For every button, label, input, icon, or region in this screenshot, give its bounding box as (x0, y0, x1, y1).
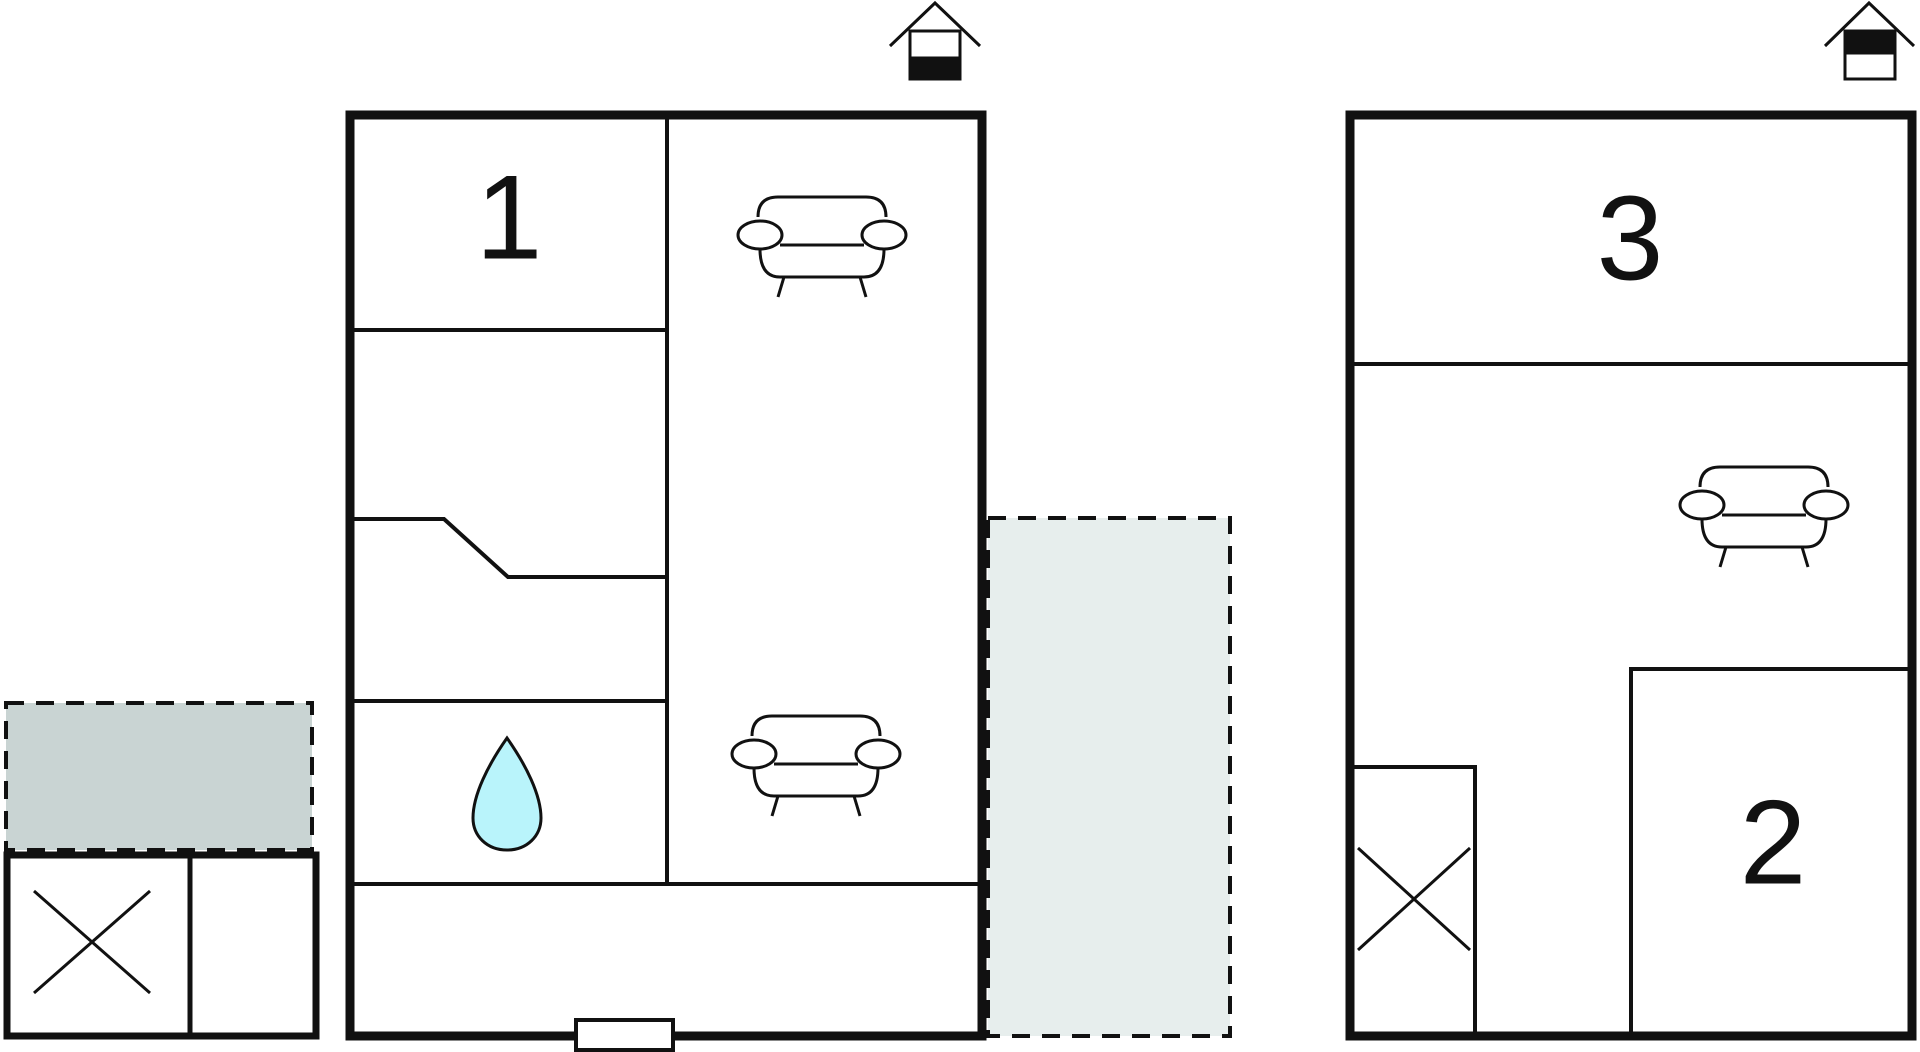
terrace-left (4, 701, 314, 852)
terrace-middle (986, 516, 1232, 1038)
house-floor-icon (1823, 0, 1916, 81)
building-main (345, 110, 987, 1041)
cross-box-icon (1356, 846, 1472, 952)
building-second (1345, 110, 1917, 1041)
stairs (350, 517, 667, 579)
room-label-3: 3 (1597, 172, 1664, 306)
water-drop-icon (471, 735, 543, 852)
outbuilding-left (3, 851, 320, 1040)
house-floor-icon (888, 0, 982, 81)
room-label-1: 1 (476, 151, 543, 285)
cross-box-icon (33, 889, 151, 995)
door-icon (574, 1018, 675, 1052)
room-label-2: 2 (1740, 776, 1807, 910)
